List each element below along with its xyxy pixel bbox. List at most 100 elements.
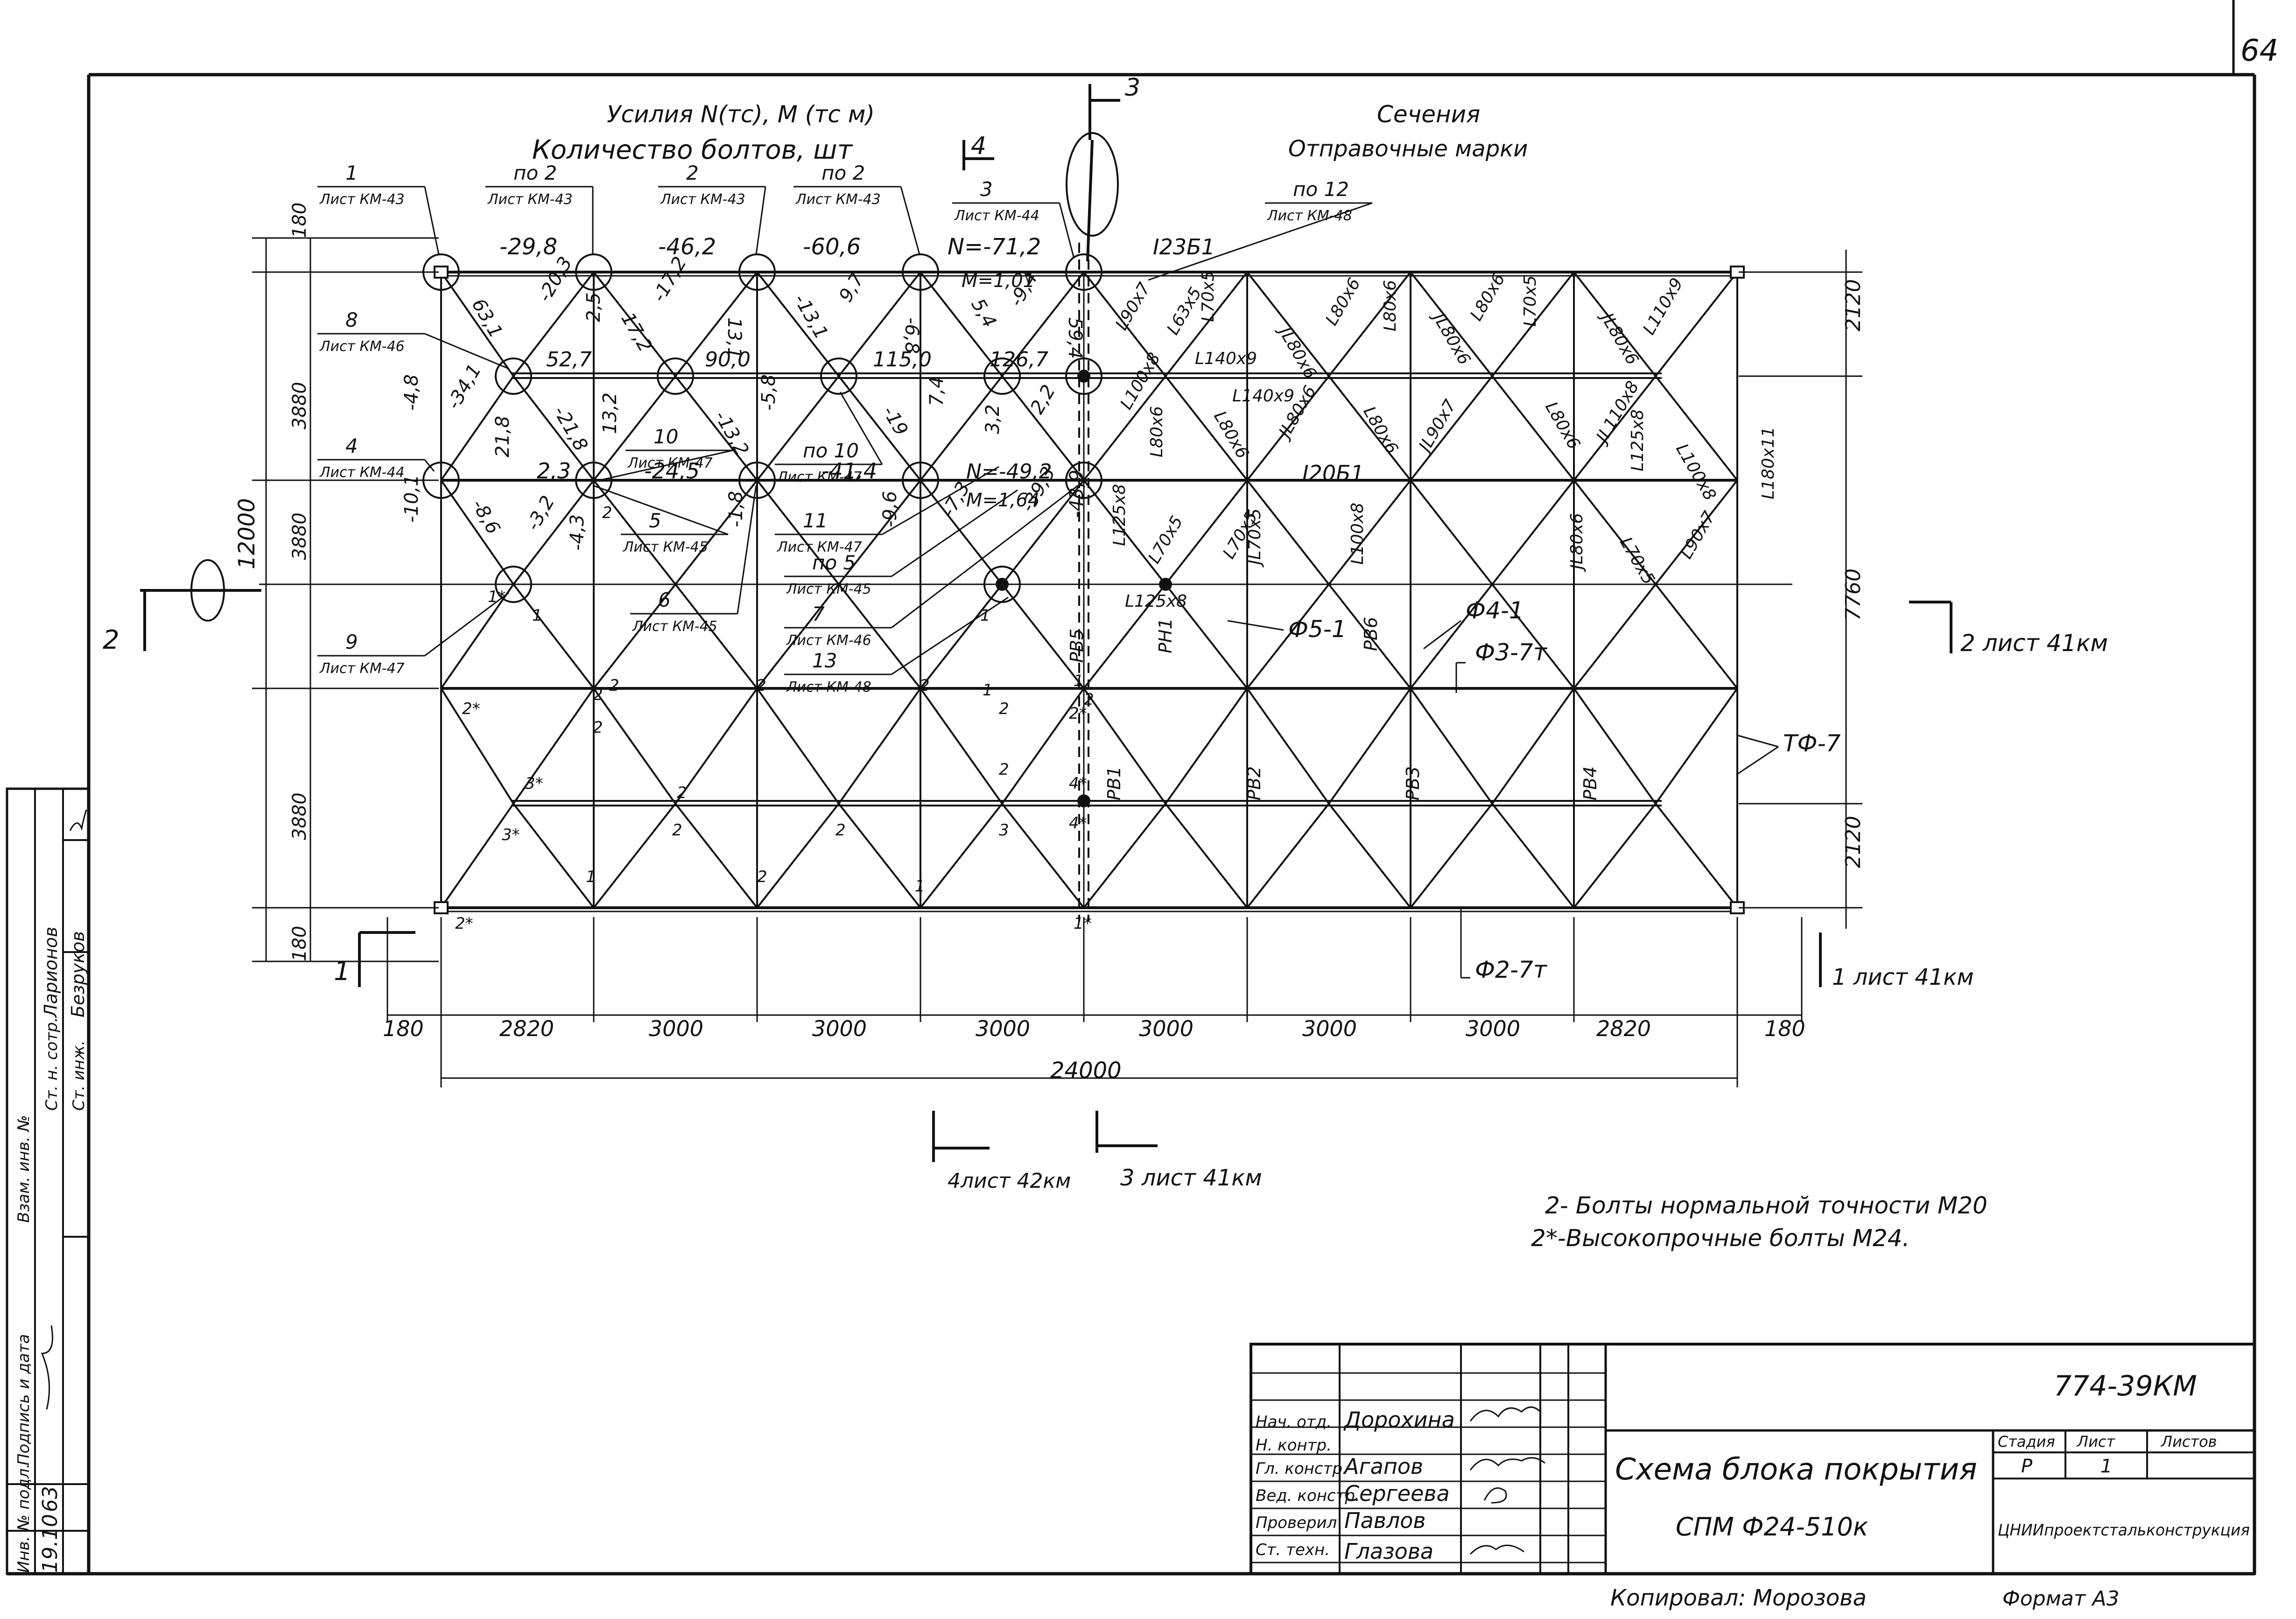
member-section: L70x5 (1521, 275, 1540, 327)
member-section: L140x9 (1232, 386, 1294, 406)
bracing-mark: PB5 (1067, 629, 1087, 663)
node-circle (738, 462, 776, 499)
callout-ref: Лист КМ-44 (319, 464, 405, 481)
stamp-value: Безруков (68, 931, 88, 1017)
bolt-mark: 2 (609, 676, 619, 695)
lower-force: 52,7 (546, 348, 592, 371)
member-section: JL70x5 (1245, 508, 1264, 568)
callout-ref: Лист КМ-45 (632, 618, 717, 635)
lower-diagonal (1328, 583, 1411, 689)
diagonal-force: -1,8 (725, 491, 747, 527)
lower-diagonal (1001, 583, 1085, 689)
title-name: Агапов (1343, 1454, 1423, 1479)
lower-diagonal (1573, 479, 1657, 585)
lower-diagonal (593, 583, 676, 689)
member-section: L140x9 (1195, 349, 1257, 368)
member-section: L70x5 (1616, 534, 1658, 588)
lower-force: 126,7 (990, 348, 1048, 371)
stamp-label: Подпись и дата (14, 1334, 33, 1465)
callout-leader (891, 596, 1009, 675)
bottom-diagonal (920, 803, 1003, 909)
dim-left-seg: 3880 (289, 792, 310, 840)
bottom-diagonal (838, 687, 921, 805)
section-1-right: 1 лист 41км (1832, 964, 1974, 990)
callout-number: 4 (345, 435, 358, 457)
callout-number: 13 (812, 649, 837, 672)
lower-diagonal (1410, 479, 1493, 585)
title-role: Ст. техн. (1256, 1541, 1330, 1559)
callout-leader (839, 392, 883, 465)
bottom-diagonal (1246, 803, 1330, 909)
lower-diagonal (513, 583, 595, 689)
header-marks-label: Отправочные марки (1288, 136, 1528, 162)
mid-force: -24,5 (644, 458, 700, 484)
bolt-mark: 2 (593, 686, 603, 704)
dim-bottom-seg: 180 (1764, 1016, 1805, 1041)
member-section: L80x6 (1147, 406, 1166, 457)
mid-diagonal (1328, 375, 1411, 481)
member-section: L100x8 (1348, 503, 1367, 565)
diagonal-force: 17,2 (617, 309, 656, 356)
callout-number: 6 (658, 589, 671, 611)
section-3-bottom: 3 лист 41км (1120, 1165, 1262, 1191)
member-section: L80x6 (1322, 275, 1364, 329)
bracing-mark: PB2 (1244, 766, 1264, 800)
diagonal-force: 59,4 (1064, 317, 1086, 359)
dim-left-total: 12000 (234, 498, 260, 569)
header-forces-label: Усилия N(тс), M (тс м) (607, 101, 875, 128)
title-role: Н. контр. (1256, 1436, 1332, 1455)
bottom-diagonal (1246, 687, 1330, 805)
bolt-mark: 2 (672, 821, 682, 840)
lower-diagonal (1165, 583, 1248, 689)
signature (1469, 1406, 1541, 1422)
lower-diagonal (838, 479, 921, 585)
lower-diagonal (1655, 583, 1738, 689)
sheet-frame: 64 (7, 0, 2278, 1576)
diagonal-force: -43,9 (1066, 470, 1088, 519)
callout-leader (755, 186, 766, 255)
member-section: L90x7 (1677, 508, 1719, 562)
bottom-diagonal (1491, 803, 1575, 909)
member-section: L70x5 (1199, 271, 1218, 322)
section-2-right: 2 лист 41км (1960, 630, 2108, 657)
bottom-diagonal (593, 803, 676, 909)
lower-diagonal (920, 479, 1003, 585)
top-force: -60,6 (803, 234, 861, 260)
mid-diagonal (756, 375, 840, 481)
callout-leader (1059, 203, 1074, 257)
bolt-mark: 4* (1069, 774, 1087, 793)
truss-labels: I23Б1 I20Б1 -29,8 -46,2 -60,6 N=-71,2 M=… (499, 234, 1364, 511)
bottom-diagonal (1491, 687, 1575, 805)
bolt-mark: 3* (502, 826, 520, 844)
upper-diagonal (1001, 271, 1085, 377)
bolt-mark: 2 (1084, 690, 1094, 709)
signature (1483, 1487, 1507, 1504)
mid-diagonal (1410, 375, 1493, 481)
dim-bottom-seg: 180 (383, 1016, 424, 1041)
stamp-signature (41, 1325, 53, 1410)
upper-diagonal (920, 271, 1003, 377)
stage-header: Стадия (1998, 1433, 2055, 1451)
bottom-diagonal (593, 687, 676, 805)
upper-diagonal (1246, 271, 1330, 377)
bolt-mark: 2 (677, 784, 687, 802)
diagonal-force: 9,7 (835, 269, 869, 306)
lower-diagonal (1083, 479, 1166, 585)
signature (1469, 1544, 1524, 1555)
callout-leader (1148, 202, 1373, 281)
lower-diagonal (1491, 583, 1575, 689)
diagonal-force: 13,1 (723, 317, 745, 359)
diagonal-force: -17,2 (648, 253, 691, 306)
bolt-mark: 2 (999, 700, 1009, 718)
callout-leader (882, 466, 999, 535)
bracing-mark: PB3 (1403, 766, 1423, 800)
diagonal-force: -13,1 (789, 290, 832, 343)
callout-leader (597, 449, 733, 482)
upper-diagonal (593, 271, 676, 377)
lower-diagonal (838, 583, 921, 689)
mid-diagonal (1165, 375, 1248, 481)
